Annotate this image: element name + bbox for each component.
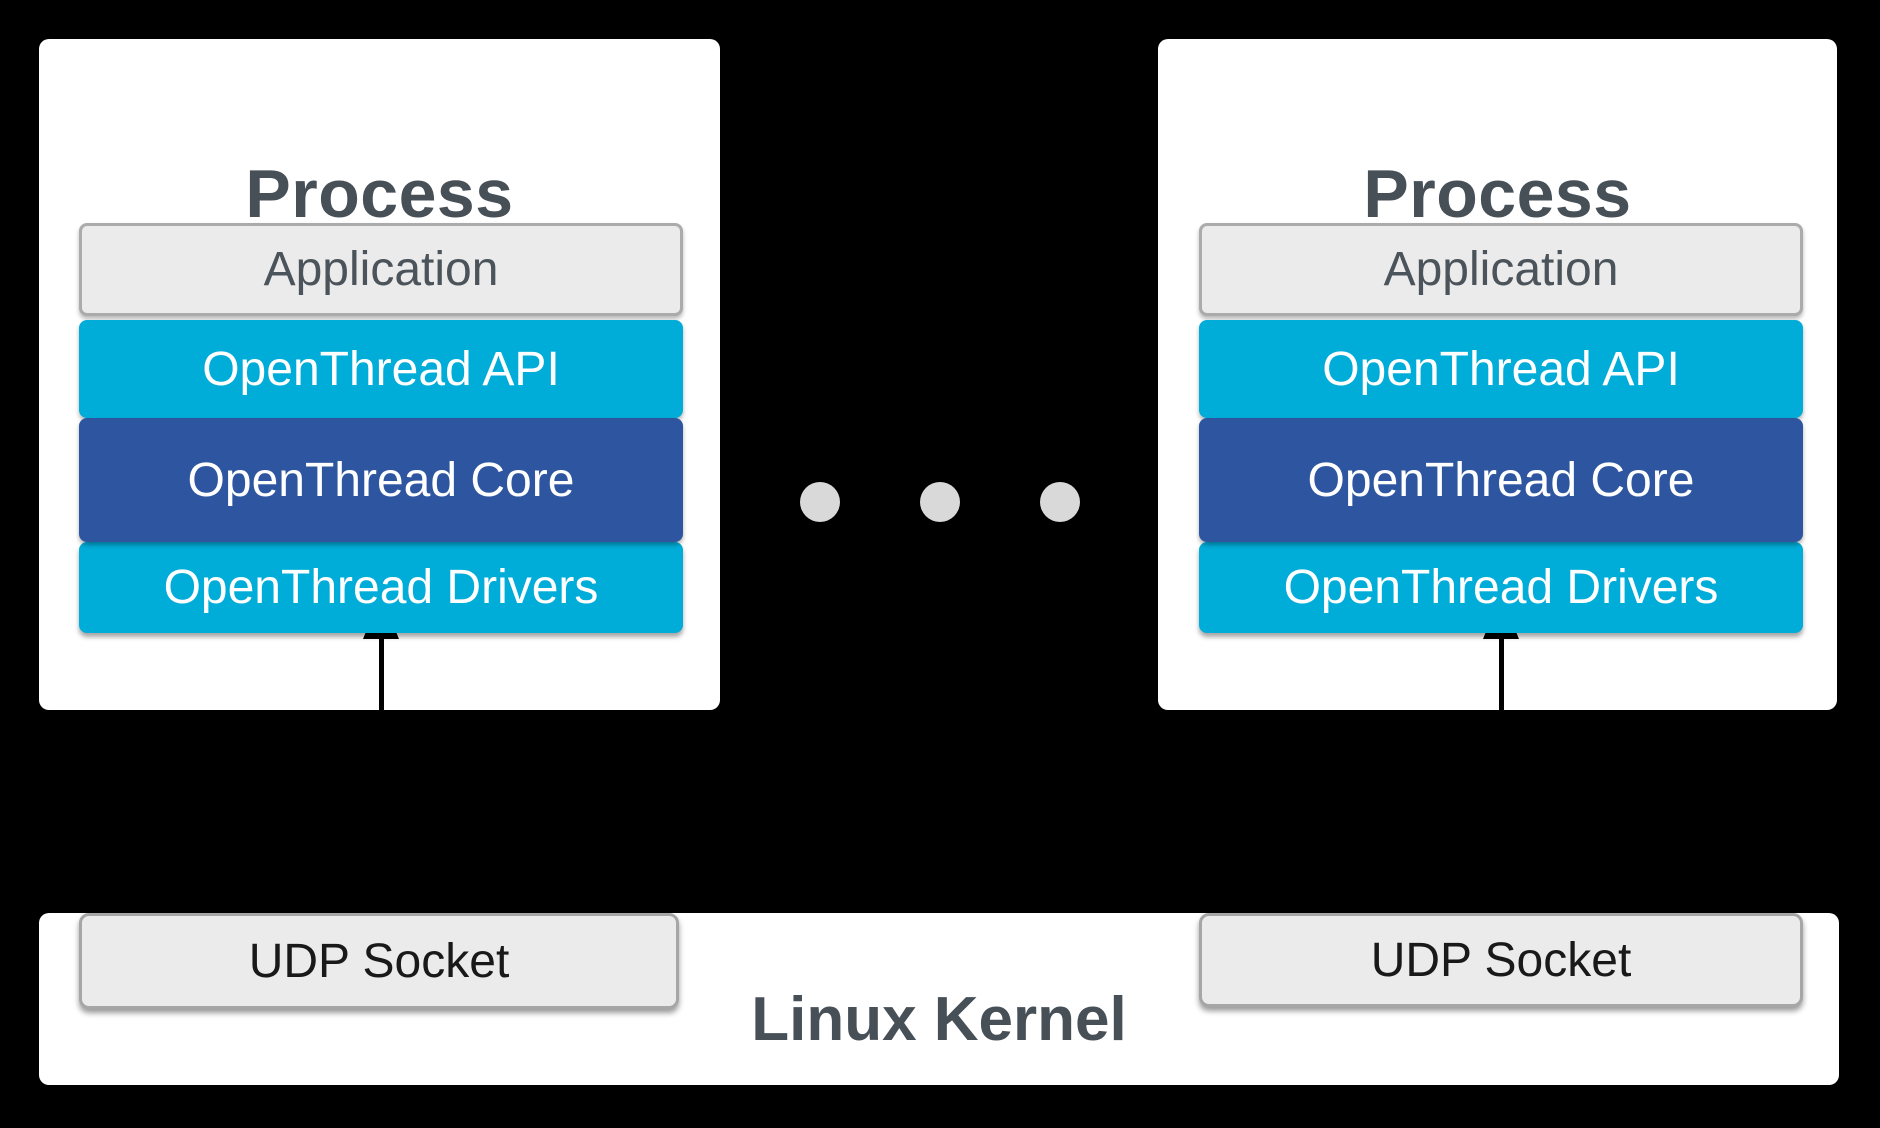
- kernel-title: Linux Kernel: [751, 985, 1127, 1054]
- layer-label: OpenThread API: [202, 342, 560, 396]
- udp-socket-box-left: UDP Socket: [79, 913, 679, 1009]
- udp-socket-label: UDP Socket: [1370, 933, 1632, 987]
- arrow-line: [1498, 637, 1504, 710]
- process-box-left: Process Application OpenThread API OpenT…: [39, 39, 720, 710]
- dot-icon: [1040, 482, 1080, 522]
- layer-openthread-core: OpenThread Core: [1199, 418, 1803, 542]
- layer-label: OpenThread Drivers: [1283, 561, 1719, 614]
- layer-label: OpenThread Core: [1307, 453, 1695, 507]
- ellipsis-dots: [800, 482, 1080, 522]
- layer-label: Application: [263, 243, 499, 296]
- dot-icon: [800, 482, 840, 522]
- layer-openthread-drivers: OpenThread Drivers: [79, 542, 683, 633]
- layer-label: OpenThread Core: [187, 453, 575, 507]
- dot-icon: [920, 482, 960, 522]
- layer-openthread-api: OpenThread API: [79, 320, 683, 418]
- udp-socket-label: UDP Socket: [248, 934, 510, 988]
- arrow-line: [378, 637, 384, 710]
- layer-openthread-core: OpenThread Core: [79, 418, 683, 542]
- layer-application: Application: [79, 223, 683, 316]
- process-title: Process: [1363, 156, 1632, 233]
- udp-socket-box-right: UDP Socket: [1199, 913, 1803, 1007]
- process-box-right: Process Application OpenThread API OpenT…: [1158, 39, 1837, 710]
- layer-label: Application: [1383, 243, 1619, 296]
- layer-label: OpenThread Drivers: [163, 561, 599, 614]
- layer-application: Application: [1199, 223, 1803, 316]
- layer-label: OpenThread API: [1322, 342, 1680, 396]
- linux-kernel-box: UDP Socket UDP Socket Linux Kernel: [39, 913, 1839, 1085]
- process-title: Process: [245, 156, 514, 233]
- layer-openthread-drivers: OpenThread Drivers: [1199, 542, 1803, 633]
- layer-openthread-api: OpenThread API: [1199, 320, 1803, 418]
